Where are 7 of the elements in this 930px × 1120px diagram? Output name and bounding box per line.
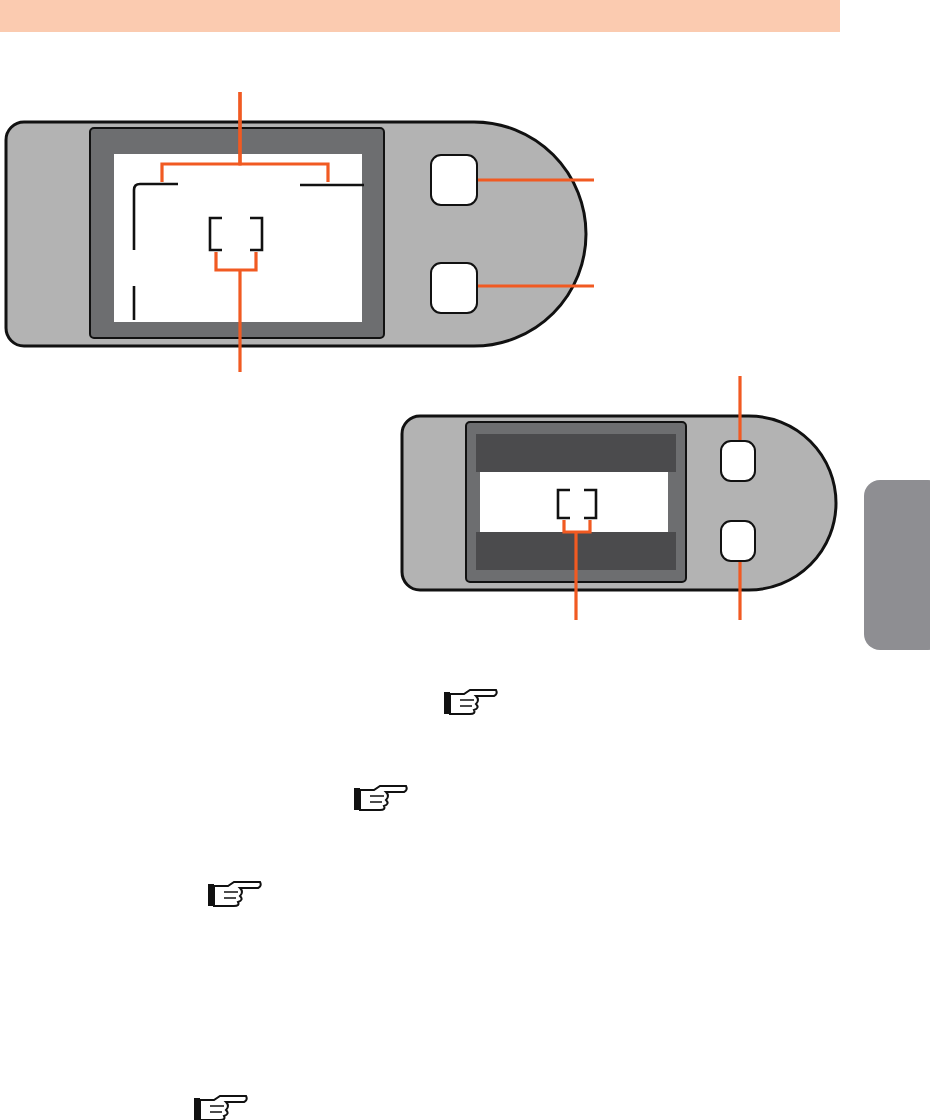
leader-line	[238, 92, 330, 182]
leader-line	[478, 284, 594, 288]
leader-line	[738, 376, 742, 440]
leader-line	[214, 250, 258, 374]
leader-line	[738, 562, 742, 620]
leader-line	[478, 178, 594, 182]
leader-line	[562, 518, 592, 622]
